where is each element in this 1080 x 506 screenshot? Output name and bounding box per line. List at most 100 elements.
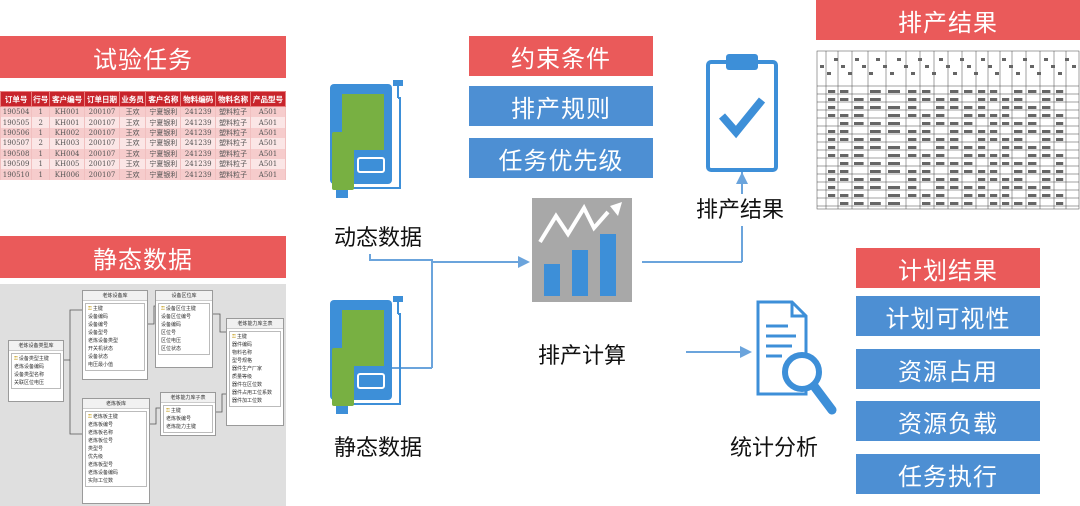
result-table-cell-mark [854, 162, 864, 165]
er-field: 质量等级 [232, 374, 253, 380]
er-table-title: 老炼设备库 [83, 291, 147, 301]
scheduling-calc-label: 排产计算 [538, 344, 627, 369]
result-table-cell-mark [828, 106, 836, 109]
result-table-header-mark [1016, 72, 1020, 75]
result-table-cell-mark [840, 194, 849, 197]
order-table-header-cell: 订单号 [0, 91, 33, 107]
result-table-cell-mark [922, 138, 931, 141]
result-table-cell-mark [990, 202, 998, 205]
result-table-cell-mark [1042, 178, 1051, 181]
table-cell: 王欢 [118, 117, 147, 128]
result-table-cell-mark [888, 186, 900, 189]
result-table-cell-mark [950, 98, 959, 101]
result-table-cell-mark [870, 162, 881, 165]
plan-item-resource-load: 资源负载 [856, 401, 1040, 441]
result-table-cell-mark [828, 170, 836, 173]
er-field: 器件生产厂家 [232, 366, 263, 372]
result-table-cell-mark [978, 194, 986, 197]
table-cell: 王欢 [118, 169, 147, 180]
result-table-cell-mark [1028, 146, 1037, 149]
result-table-cell-mark [950, 90, 959, 93]
result-table-cell-mark [854, 138, 864, 141]
result-table-cell-mark [978, 178, 986, 181]
er-field: 关联区位电压 [14, 380, 45, 386]
result-table-cell-mark [1002, 114, 1010, 117]
table-cell: 王欢 [118, 106, 147, 118]
clipboard-check-icon [706, 54, 778, 172]
result-table-header-mark [1065, 58, 1069, 61]
er-field: 器件编码 [232, 342, 253, 348]
result-table-cell-mark [870, 178, 881, 181]
result-table-cell-mark [950, 138, 959, 141]
result-table-cell-mark [936, 122, 945, 125]
er-field-list: 主键器件编码物料名称型号规格器件生产厂家质量等级器件在区位数器件占用工位系数器件… [229, 331, 281, 407]
result-table-cell-mark [1042, 154, 1051, 157]
result-table-cell-mark [840, 202, 849, 205]
scheduling-result-table [816, 50, 1080, 210]
result-table-cell-mark [1028, 162, 1037, 165]
result-table-cell-mark [854, 178, 864, 181]
result-table-cell-mark [828, 154, 836, 157]
result-table-cell-mark [950, 170, 959, 173]
result-table-cell-mark [1014, 90, 1023, 93]
result-table-cell-mark [978, 146, 986, 149]
result-table-cell-mark [888, 154, 900, 157]
result-table-cell-mark [1056, 202, 1064, 205]
result-table-cell-mark [936, 202, 945, 205]
result-table-cell-mark [936, 194, 945, 197]
result-table-header-mark [918, 58, 922, 61]
er-field: 老炼板型号 [88, 462, 114, 468]
result-table-header-mark [1002, 58, 1006, 61]
result-table-header-mark [883, 65, 887, 68]
er-field: 设备状态 [88, 354, 109, 360]
result-table-cell-mark [1002, 138, 1010, 141]
result-table-header-mark [1044, 58, 1048, 61]
result-table-cell-mark [1042, 194, 1051, 197]
result-table-header-mark [827, 72, 831, 75]
result-table-cell-mark [978, 130, 986, 133]
table-cell: A501 [250, 138, 286, 149]
result-table-cell-mark [936, 114, 945, 117]
result-table-cell-mark [908, 146, 917, 149]
result-table-cell-mark [1028, 114, 1037, 117]
result-table-cell-mark [1002, 178, 1010, 181]
result-table-cell-mark [828, 194, 836, 197]
result-table-cell-mark [950, 202, 959, 205]
result-table-cell-mark [870, 130, 881, 133]
result-table-cell-mark [1028, 122, 1037, 125]
result-table-cell-mark [1028, 154, 1037, 157]
er-primary-key-field: 老炼板主键 [88, 413, 144, 421]
plan-result-header: 计划结果 [856, 248, 1040, 288]
result-table-cell-mark [1028, 130, 1037, 133]
table-cell: A501 [250, 117, 286, 128]
result-table-cell-mark [964, 162, 973, 165]
result-table-cell-mark [990, 114, 998, 117]
result-table-cell-mark [1014, 106, 1023, 109]
result-table-cell-mark [1014, 146, 1023, 149]
result-table-header-mark [939, 58, 943, 61]
result-table-cell-mark [964, 114, 973, 117]
result-table-header-mark [1051, 65, 1055, 68]
result-table-cell-mark [888, 106, 900, 109]
result-table-cell-mark [990, 122, 998, 125]
result-table-cell-mark [1014, 130, 1023, 133]
result-table-cell-mark [854, 186, 864, 189]
result-table-cell-mark [978, 154, 986, 157]
result-table-cell-mark [888, 162, 900, 165]
result-table-header-mark [820, 65, 824, 68]
result-table-cell-mark [1042, 90, 1051, 93]
result-table-cell-mark [950, 162, 959, 165]
result-table-cell-mark [828, 90, 836, 93]
result-table-header-mark [869, 72, 873, 75]
result-table-cell-mark [908, 154, 917, 157]
er-field: 老炼设备编码 [14, 364, 45, 370]
result-table-cell-mark [922, 178, 931, 181]
dynamic-data-label: 动态数据 [334, 226, 423, 251]
